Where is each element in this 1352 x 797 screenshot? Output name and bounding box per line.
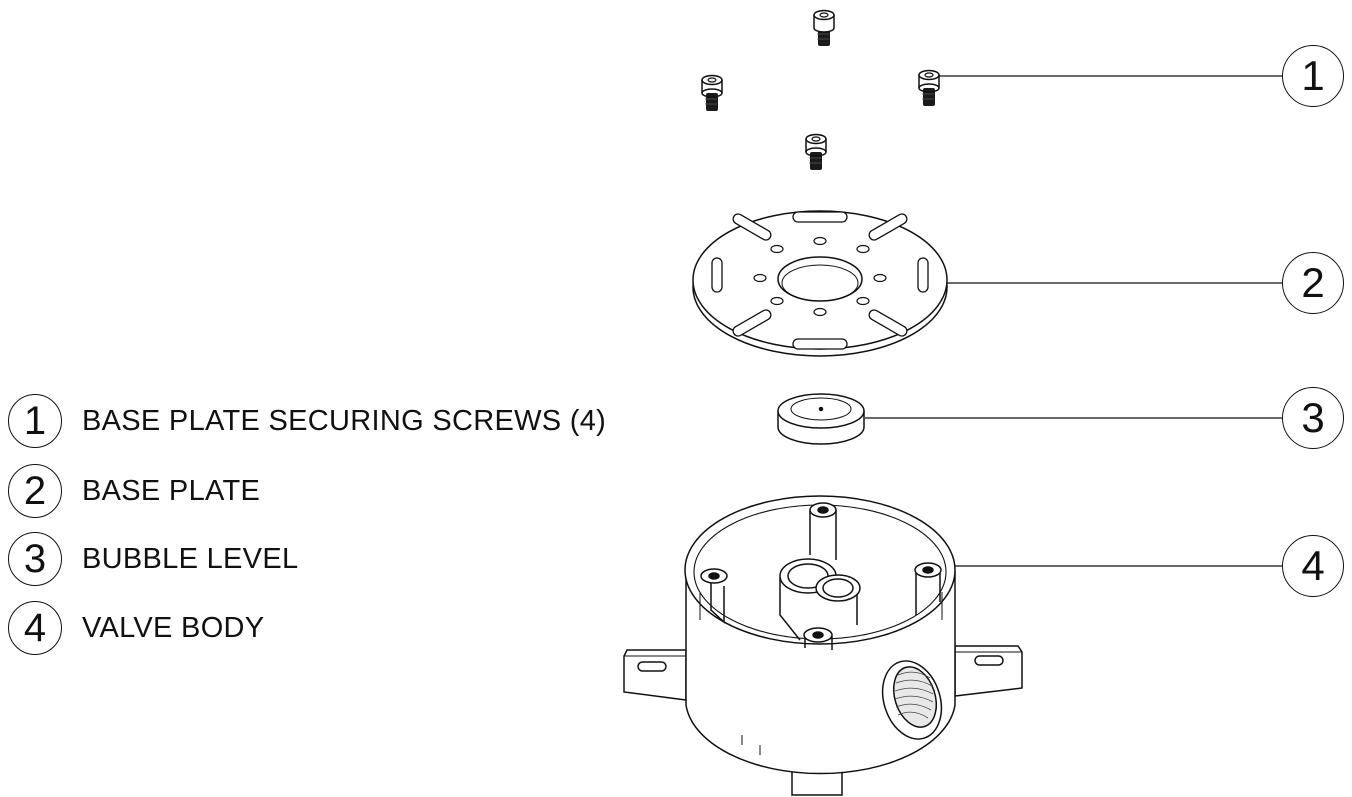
legend-number-circle: 2	[8, 464, 62, 518]
legend-number-circle: 4	[8, 601, 62, 655]
legend-label: VALVE BODY	[82, 611, 265, 644]
legend-label: BASE PLATE SECURING SCREWS (4)	[82, 404, 607, 437]
screw-right	[918, 69, 940, 106]
legend-label: BASE PLATE	[82, 474, 261, 507]
callout-3: 3	[1282, 387, 1344, 449]
valve-body	[623, 495, 1023, 796]
base-plate	[692, 210, 948, 357]
legend-label: BUBBLE LEVEL	[82, 542, 299, 575]
screw-bottom	[805, 133, 827, 170]
legend-item-2: 2 BASE PLATE	[8, 460, 260, 522]
bubble-level	[777, 393, 865, 445]
legend-item-3: 3 BUBBLE LEVEL	[8, 528, 298, 590]
legend-item-4: 4 VALVE BODY	[8, 597, 264, 659]
legend-number-circle: 3	[8, 532, 62, 586]
legend-number-circle: 1	[8, 394, 62, 448]
callout-2: 2	[1282, 252, 1344, 314]
callout-4: 4	[1282, 535, 1344, 597]
callout-1: 1	[1282, 45, 1344, 107]
leader-lines	[865, 75, 1283, 567]
screw-left	[701, 74, 723, 111]
legend-item-1: 1 BASE PLATE SECURING SCREWS (4)	[8, 390, 606, 452]
screw-top	[813, 9, 835, 46]
